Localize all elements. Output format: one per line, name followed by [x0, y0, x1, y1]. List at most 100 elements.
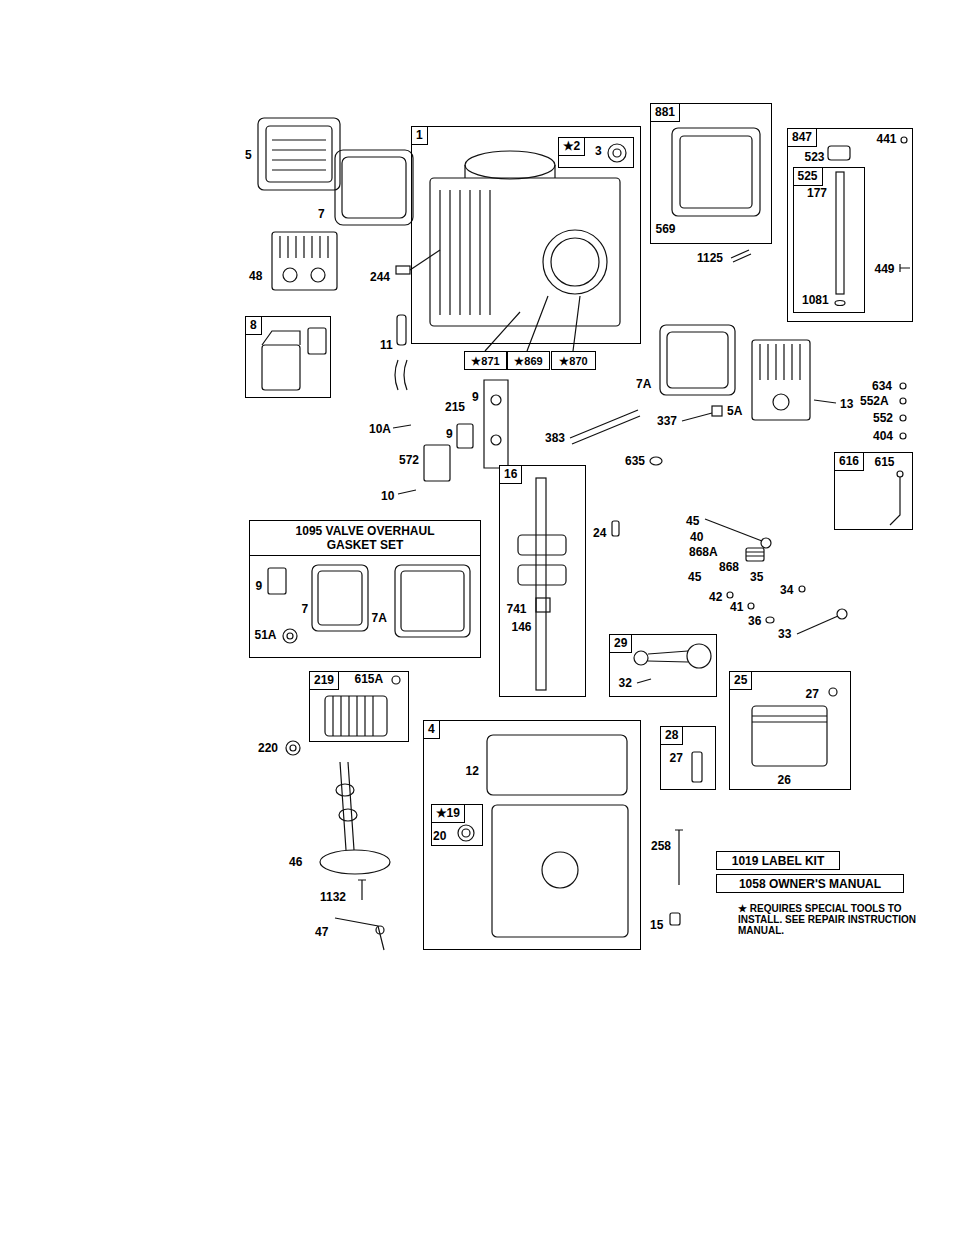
callout-number: 11 — [380, 339, 393, 351]
part-number-tag: 1 — [412, 127, 428, 145]
callout-number: 635 — [625, 455, 645, 467]
part-drawings — [320, 762, 390, 900]
part-drawings — [340, 762, 354, 850]
part-drawings — [272, 232, 337, 290]
part-drawings — [339, 809, 357, 821]
callout-number: 45 — [688, 571, 701, 583]
callout-number: 51A — [255, 629, 277, 641]
callout-number: 615A — [355, 673, 384, 685]
callout-number: 27 — [670, 752, 683, 764]
kit-frame: 1095 VALVE OVERHAUL GASKET SET9751A7A — [249, 520, 481, 658]
part-drawings — [396, 250, 440, 274]
part-drawings — [634, 651, 648, 665]
part-drawings — [258, 118, 340, 190]
part-drawings — [746, 548, 764, 561]
part-number-tag: 4 — [424, 721, 440, 739]
part-drawings — [682, 413, 712, 421]
part-drawings — [692, 688, 837, 782]
part-number-tag: ★19 — [432, 805, 465, 823]
part-drawings — [308, 328, 326, 354]
part-number-tag: 219 — [310, 672, 339, 690]
callout-number: 146 — [512, 621, 532, 633]
part-drawings — [752, 706, 827, 766]
part-drawings — [430, 178, 620, 326]
part-drawings — [485, 296, 580, 351]
part-drawings — [395, 565, 470, 637]
part-drawings — [320, 850, 390, 874]
callout-number: 220 — [258, 742, 278, 754]
part-drawings — [325, 696, 387, 736]
part-drawings — [342, 157, 406, 218]
part-drawings — [283, 268, 297, 282]
callout-number: 258 — [651, 840, 671, 852]
part-label: 1019 LABEL KIT — [729, 854, 827, 868]
callout-number: 33 — [778, 628, 791, 640]
part-drawings — [492, 805, 628, 937]
part-drawings — [392, 676, 400, 684]
callout-number: 244 — [370, 271, 390, 283]
part-drawings — [900, 433, 906, 439]
part-drawings — [752, 716, 827, 722]
part-drawings — [518, 535, 566, 555]
callout-number: 9 — [472, 391, 479, 403]
callout-number: 3 — [595, 145, 602, 157]
callout-number: 741 — [507, 603, 527, 615]
part-drawings — [335, 918, 384, 950]
callout-number: 10A — [369, 423, 391, 435]
part-drawings — [262, 331, 300, 345]
part-drawings — [748, 603, 754, 609]
part-drawings — [465, 151, 555, 179]
callout-number: 1132 — [320, 891, 346, 903]
callout-number: 572 — [399, 454, 419, 466]
parts-frame: 252726 — [729, 671, 851, 790]
callout-number: 41 — [730, 601, 743, 613]
callout-number: 7 — [318, 208, 325, 220]
callout-number: 40 — [690, 531, 703, 543]
callout-number: 634 — [872, 380, 892, 392]
parts-frame: 8 — [245, 316, 331, 398]
part-drawings — [766, 617, 774, 623]
part-drawings — [266, 126, 332, 182]
part-drawings — [311, 268, 325, 282]
callout-number: 337 — [657, 415, 677, 427]
callout-number: 9 — [446, 428, 453, 440]
part-label: ★870 — [556, 354, 590, 368]
callout-number: 35 — [750, 571, 763, 583]
part-number-tag: ★2 — [559, 138, 586, 156]
part-number-tag: 525 — [794, 168, 823, 186]
part-drawings — [705, 519, 847, 634]
part-drawings — [712, 406, 722, 416]
part-drawings — [667, 332, 728, 388]
callout-number: 569 — [656, 223, 676, 235]
part-number-tag: 616 — [835, 453, 864, 471]
parts-frame: 8474415234495251771081 — [787, 128, 913, 322]
callout-number: 868 — [719, 561, 739, 573]
part-number-tag: 28 — [661, 727, 683, 745]
part-drawings — [262, 328, 326, 390]
callout-number: 46 — [289, 856, 302, 868]
part-drawings — [760, 344, 800, 380]
part-drawings — [430, 151, 620, 326]
parts-frame: ★1920 — [431, 804, 483, 846]
part-box: ★869 — [507, 351, 550, 370]
part-drawings — [890, 477, 900, 525]
part-drawings — [761, 538, 771, 548]
part-drawings — [485, 296, 580, 351]
part-number-tag: 16 — [500, 466, 522, 484]
part-drawings — [727, 592, 733, 598]
part-drawings — [410, 250, 440, 270]
kit-title: 1095 VALVE OVERHAUL GASKET SET — [250, 521, 480, 556]
part-drawings — [670, 913, 680, 925]
part-drawings — [731, 250, 751, 262]
callout-number: 868A — [689, 546, 718, 558]
part-drawings — [462, 829, 470, 837]
part-label: ★871 — [468, 354, 502, 368]
part-box: ★870 — [551, 351, 596, 370]
part-drawings — [551, 238, 599, 286]
callout-number: 47 — [315, 926, 328, 938]
part-drawings — [890, 471, 903, 525]
part-drawings — [660, 325, 735, 395]
callout-number: 449 — [875, 263, 895, 275]
callout-number: 383 — [545, 432, 565, 444]
part-drawings — [536, 598, 550, 612]
